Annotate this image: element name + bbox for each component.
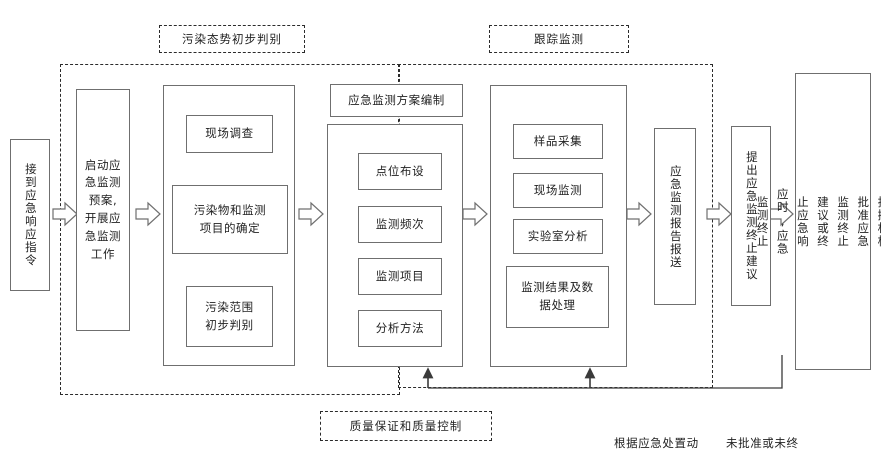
- node-sample-collection[interactable]: 样品采集: [513, 124, 603, 159]
- node-activate-plan-line-3: 预案,: [88, 193, 118, 208]
- block-arrow-7: [768, 201, 794, 227]
- node-activate-plan-line-5: 急监测: [84, 228, 122, 243]
- note-dynamic-update: 根据应急处置动 态及时更新调整: [614, 412, 729, 460]
- node-analysis-method-label: 分析方法: [375, 320, 425, 335]
- node-pollutant-determination-line-1: 污染物和监测: [193, 202, 267, 217]
- node-activate-plan-line-2: 急监测: [84, 175, 122, 190]
- node-lab-analysis[interactable]: 实验室分析: [513, 219, 603, 254]
- node-lab-analysis-label: 实验室分析: [527, 228, 589, 243]
- node-analysis-method[interactable]: 分析方法: [358, 310, 442, 347]
- phase-label-tracking-monitoring-text: 跟踪监测: [534, 32, 584, 46]
- node-result-processing-line-2: 据处理: [539, 298, 576, 312]
- block-arrow-6: [706, 201, 732, 227]
- block-arrow-1: [52, 201, 78, 227]
- note-dynamic-update-line-1: 根据应急处置动: [614, 435, 699, 450]
- node-point-layout-label: 点位布设: [375, 163, 425, 178]
- node-termination-proposal[interactable]: 提出应急监测终止建议: [731, 126, 771, 306]
- node-site-survey[interactable]: 现场调查: [186, 115, 273, 153]
- node-site-survey-label: 现场调查: [205, 126, 254, 141]
- phase-label-tracking-monitoring: 跟踪监测: [489, 25, 629, 53]
- node-report-submission[interactable]: 应急监测报告报送: [654, 128, 696, 305]
- node-pollutant-determination-line-2: 项目的确定: [199, 220, 261, 235]
- node-final-decision-line-4: 监测终止: [836, 195, 851, 248]
- node-activate-plan-line-1: 启动应: [84, 157, 122, 172]
- node-receive-order[interactable]: 接到应急响应指令: [10, 139, 50, 291]
- node-pollution-range-line-1: 污染范围: [205, 299, 254, 314]
- node-field-monitoring[interactable]: 现场监测: [513, 173, 603, 208]
- node-result-processing-line-1: 监测结果及数: [521, 280, 594, 295]
- node-final-decision[interactable]: 应急组织 指挥机构 批准应急 监测终止 建议或终 止应急响 应时,应急 监测终止: [756, 73, 881, 370]
- node-final-decision-line-3: 批准应急: [856, 195, 871, 248]
- block-arrow-3: [298, 201, 324, 227]
- label-quality-control-text: 质量保证和质量控制: [349, 419, 463, 433]
- node-final-decision-line-5: 建议或终: [816, 195, 830, 248]
- node-final-decision-line-2: 指挥机构: [876, 195, 881, 248]
- node-final-decision-text: 应急组织 指挥机构 批准应急 监测终止 建议或终 止应急响 应时,应急 监测终止: [753, 74, 881, 369]
- node-field-monitoring-label: 现场监测: [533, 182, 583, 197]
- node-point-layout[interactable]: 点位布设: [358, 153, 442, 190]
- note-not-approved-line-1: 未批准或未终: [726, 435, 799, 450]
- phase-label-pollution-assessment: 污染态势初步判别: [159, 25, 305, 53]
- node-pollutant-determination[interactable]: 污染物和监测 项目的确定: [172, 185, 288, 254]
- node-activate-plan-line-4: 开展应: [84, 211, 122, 225]
- node-plan-header-label: 应急监测方案编制: [348, 92, 445, 107]
- node-receive-order-label: 接到应急响应指令: [23, 163, 38, 267]
- block-arrow-5: [626, 201, 652, 227]
- node-pollution-range-line-2: 初步判别: [205, 317, 254, 332]
- node-result-processing[interactable]: 监测结果及数 据处理: [506, 266, 609, 328]
- node-termination-proposal-label: 提出应急监测终止建议: [744, 151, 759, 281]
- node-pollution-range[interactable]: 污染范围 初步判别: [186, 286, 273, 347]
- block-arrow-4: [462, 201, 488, 227]
- label-quality-control: 质量保证和质量控制: [320, 411, 492, 441]
- node-activate-plan[interactable]: 启动应 急监测 预案, 开展应 急监测 工作: [76, 89, 130, 331]
- phase-label-pollution-assessment-text: 污染态势初步判别: [182, 32, 282, 46]
- node-activate-plan-line-6: 工作: [90, 246, 116, 261]
- node-final-decision-line-6: 止应急响: [795, 195, 810, 248]
- node-report-submission-label: 应急监测报告报送: [668, 164, 683, 269]
- node-monitor-frequency[interactable]: 监测频次: [358, 206, 442, 243]
- node-monitor-frequency-label: 监测频次: [375, 216, 425, 231]
- node-final-decision-line-7: 应时,应急: [775, 187, 790, 256]
- node-sample-collection-label: 样品采集: [533, 133, 583, 148]
- block-arrow-2: [135, 201, 161, 227]
- node-monitor-items-label: 监测项目: [375, 268, 425, 283]
- node-plan-header[interactable]: 应急监测方案编制: [330, 84, 463, 117]
- node-final-decision-line-8: 监测终止: [755, 195, 770, 248]
- node-monitor-items[interactable]: 监测项目: [358, 258, 442, 295]
